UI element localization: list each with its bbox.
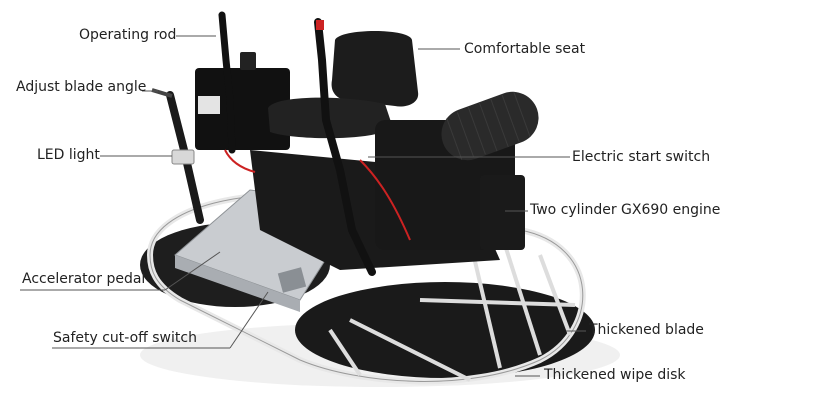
checker-plate-edge	[175, 255, 300, 312]
label-accelerator-pedal: Accelerator pedal	[22, 271, 146, 287]
accelerator-pedal-shape	[277, 267, 307, 293]
led-light-shape	[171, 149, 195, 165]
label-safety-cutoff-switch: Safety cut-off switch	[53, 330, 197, 346]
label-operating-rod: Operating rod	[79, 27, 177, 43]
fuel-tank	[195, 68, 290, 150]
air-filter-mesh	[446, 91, 531, 160]
label-engine: Two cylinder GX690 engine	[530, 202, 721, 218]
tank-cap	[240, 52, 256, 70]
seat-back	[331, 31, 419, 107]
red-wire-left	[224, 149, 256, 173]
label-electric-start-switch: Electric start switch	[572, 149, 711, 165]
seat-cushion	[268, 97, 392, 139]
label-comfortable-seat: Comfortable seat	[464, 41, 586, 57]
left-operating-rod	[218, 11, 236, 154]
right-wipe-disk	[295, 282, 595, 378]
leader-lines	[20, 35, 586, 377]
label-led-light: LED light	[37, 147, 100, 163]
tank-label	[198, 96, 220, 114]
right-operating-rod	[314, 18, 376, 276]
engine-side-cover	[480, 175, 525, 250]
guard-bars	[328, 239, 576, 382]
rod-red-tip	[316, 20, 324, 30]
label-thickened-wipe-disk: Thickened wipe disk	[544, 367, 686, 383]
label-thickened-blade: Thickened blade	[589, 322, 704, 338]
label-adjust-blade-angle: Adjust blade angle	[16, 79, 147, 95]
air-filter	[441, 91, 539, 161]
red-wire	[359, 159, 411, 241]
